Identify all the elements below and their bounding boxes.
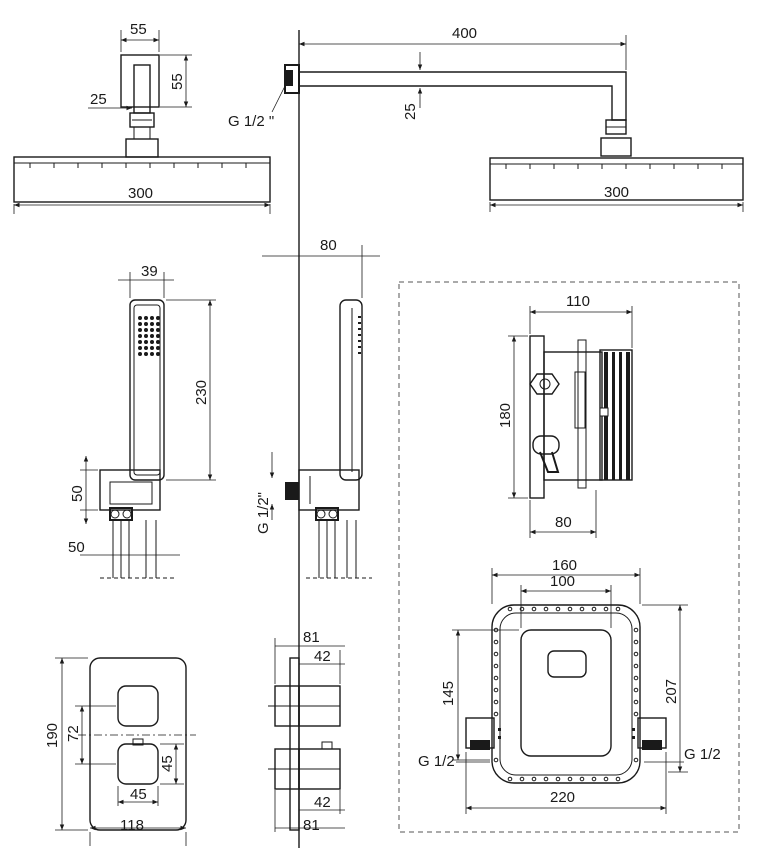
wall-holder (99, 469, 161, 511)
label-thread-left-bottom: G 1/2 (418, 753, 455, 770)
dim-arm-diam-left: 25 (90, 91, 107, 108)
dim-holder-height: 50 (69, 485, 86, 502)
dim-panel-height: 190 (44, 723, 61, 748)
hand-shower-side: 80 G 1/2" (255, 237, 380, 579)
dim-arm-length: 400 (452, 25, 477, 42)
dim-side-knob-top: 42 (314, 648, 331, 665)
dim-panel-width: 118 (120, 817, 144, 834)
front-cover (520, 629, 612, 757)
dim-side-depth-top: 81 (303, 629, 320, 646)
thread-stub (285, 70, 293, 86)
shower-arm-right: 400 25 G 1/2 " 300 (228, 25, 744, 212)
dim-head-size-right: 300 (604, 184, 629, 201)
label-thread-top: G 1/2 " (228, 113, 274, 130)
control-panel-front: 190 72 45 45 118 (44, 657, 196, 846)
dim-plate-height-outer: 207 (663, 679, 680, 704)
shower-head-left: 55 55 25 300 (13, 21, 271, 214)
dim-holder-depth: 80 (320, 237, 337, 254)
spray-nozzles (138, 316, 160, 356)
hand-body (129, 299, 165, 481)
ball-joint-right (600, 137, 632, 157)
hand-shower-front: 39 230 50 50 (68, 263, 216, 579)
ball-joint (125, 138, 159, 158)
lower-knob (117, 743, 159, 785)
concealed-box-frame (398, 281, 740, 833)
head-plate-left (13, 156, 271, 203)
mounting-holes (493, 606, 639, 782)
dim-arm-height: 25 (402, 103, 419, 120)
dim-side-knob-bottom: 42 (314, 794, 331, 811)
concealed-box-side: 110 180 80 (497, 293, 633, 538)
dim-box-width: 110 (566, 293, 590, 310)
ceiling-mount (120, 54, 160, 108)
dim-side-depth-bottom: 81 (303, 817, 320, 834)
hand-side-body (339, 299, 363, 481)
side-holder (298, 469, 360, 511)
dim-plate-base-width: 220 (550, 789, 575, 806)
label-thread-mid: G 1/2" (255, 492, 272, 534)
head-plate-right (489, 157, 744, 201)
dim-box-height: 180 (497, 403, 514, 428)
nut (129, 112, 155, 128)
dim-holder-width: 50 (68, 539, 85, 556)
control-panel-side: 81 42 42 81 (268, 629, 345, 834)
dim-hand-length: 230 (193, 380, 210, 405)
dim-plate-inner: 100 (550, 573, 575, 590)
dim-hand-width: 39 (141, 263, 158, 280)
dim-head-height-left: 55 (169, 73, 186, 90)
dim-plate-width: 160 (552, 557, 577, 574)
dim-head-width-left: 55 (130, 21, 147, 38)
arm (299, 71, 627, 121)
label-thread-right-bottom: G 1/2 (684, 746, 721, 763)
dim-knob-size-v: 45 (159, 755, 176, 772)
dim-head-size-left: 300 (128, 185, 153, 202)
dim-knob-size-h: 45 (130, 786, 147, 803)
upper-knob (117, 685, 159, 727)
dim-knob-spacing: 72 (65, 725, 82, 742)
dim-box-depth: 80 (555, 514, 572, 531)
dim-plate-height-inner: 145 (440, 681, 457, 706)
arm-connector (133, 64, 151, 114)
concealed-box-front: 160 100 207 145 G 1/2 G 1/2 220 (418, 557, 721, 814)
